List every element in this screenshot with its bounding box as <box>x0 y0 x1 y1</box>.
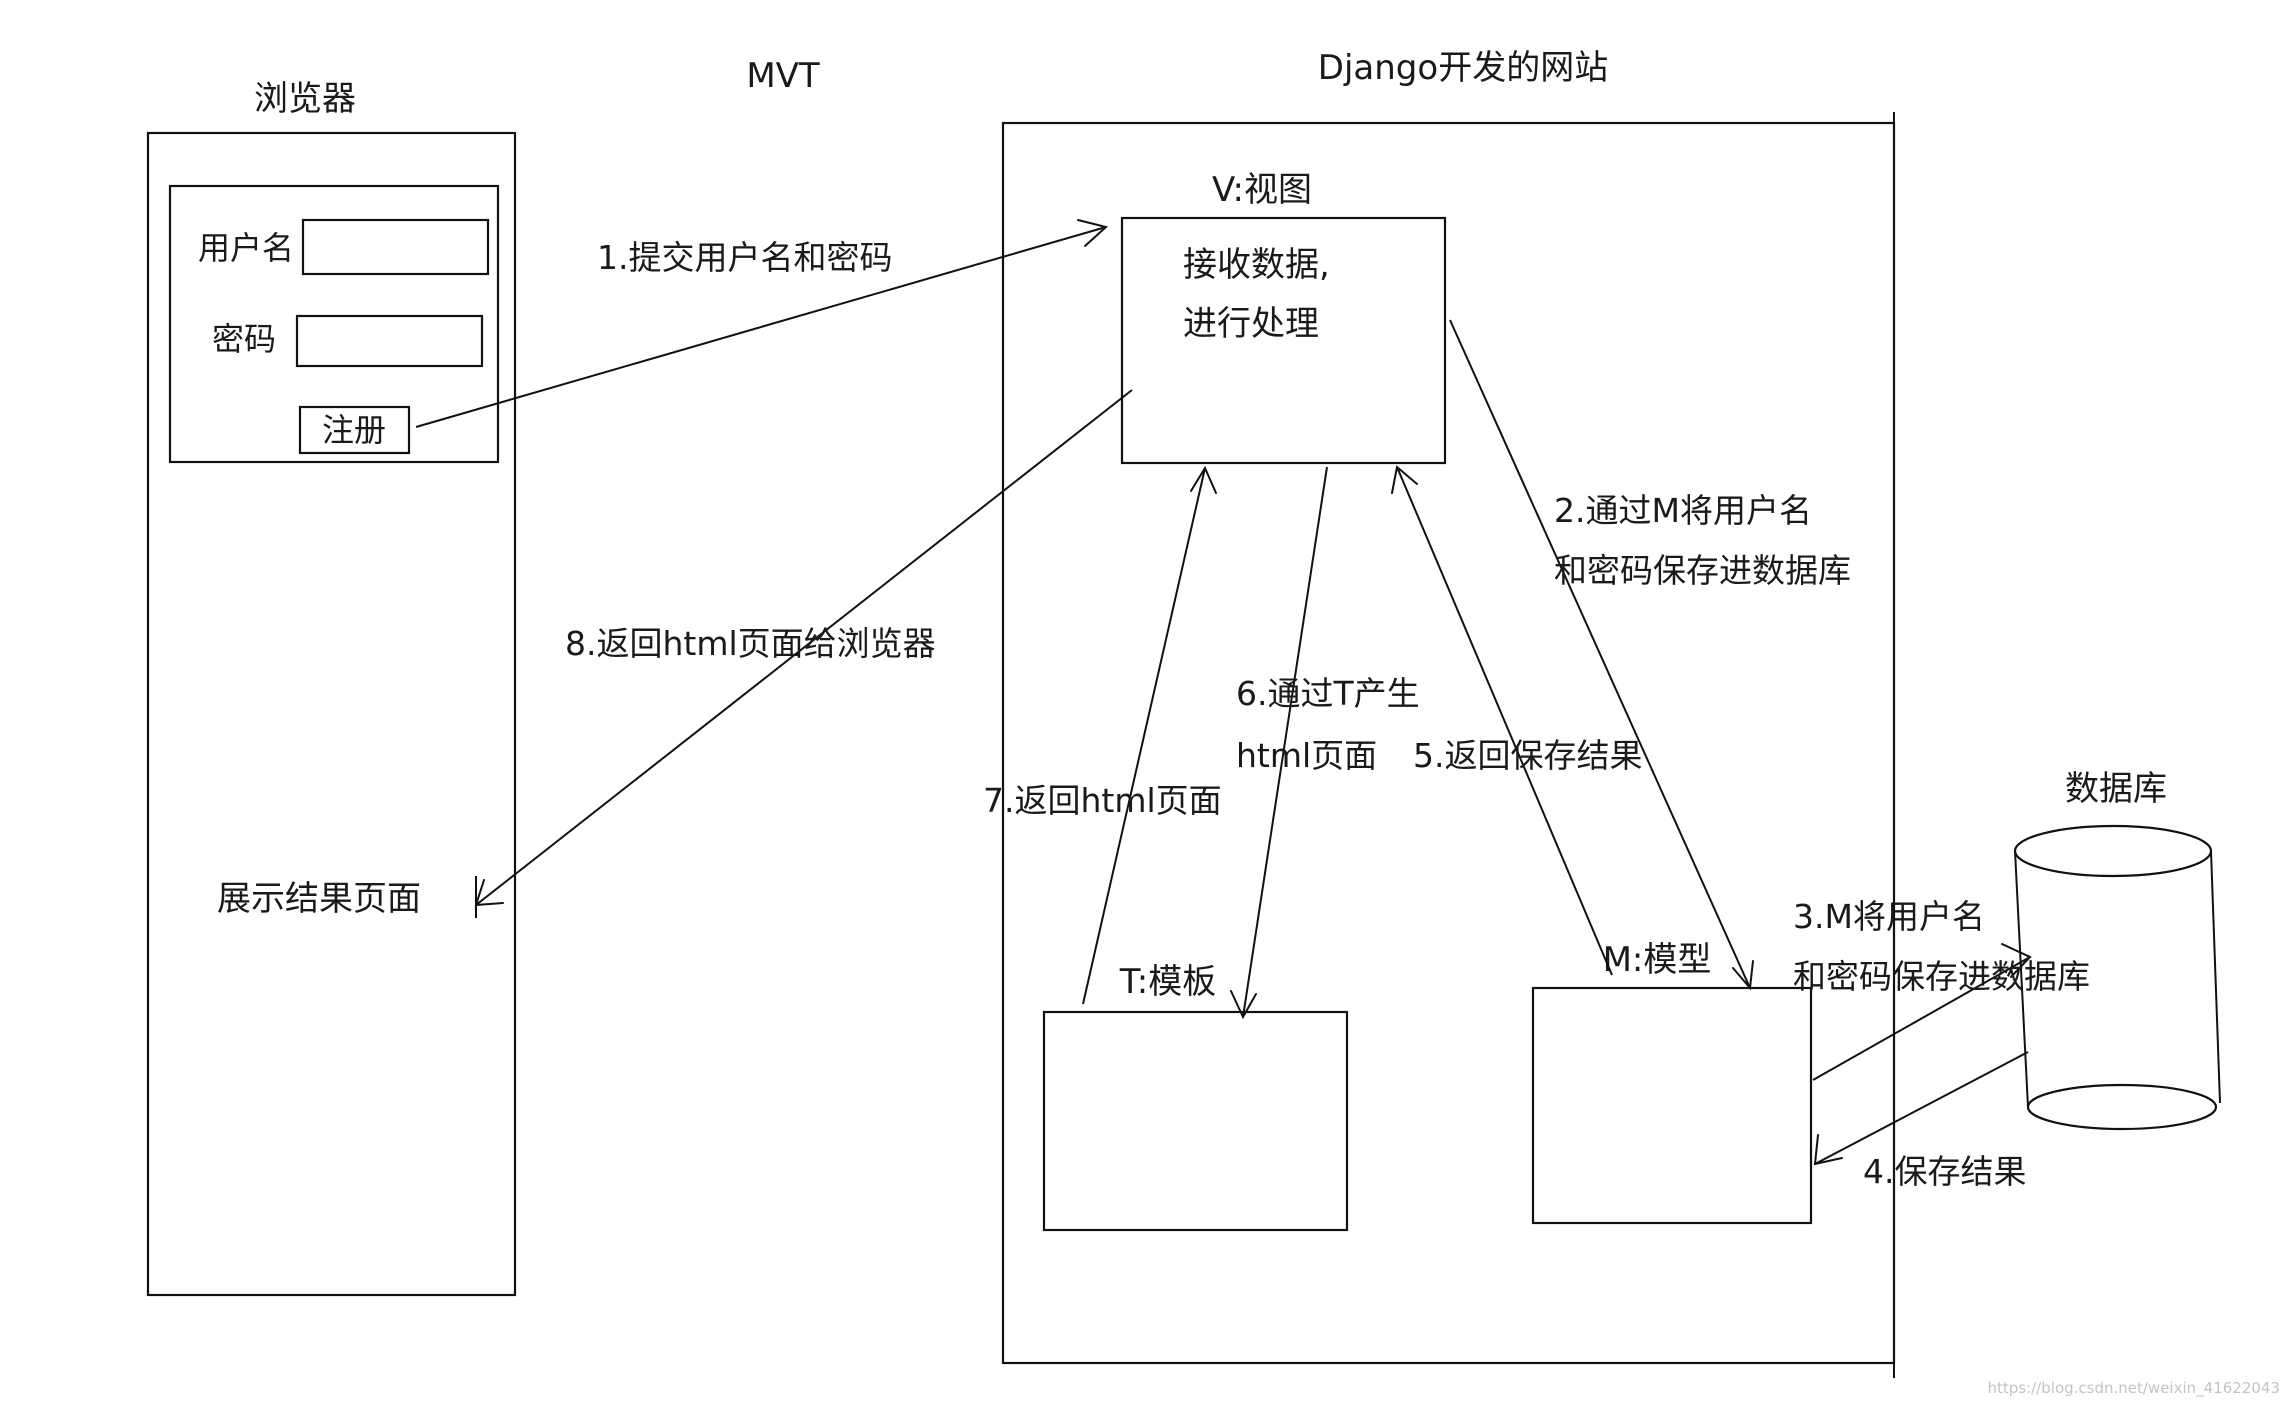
step-6-label-line1: 6.通过T产生 <box>1236 674 1420 713</box>
browser-heading: 浏览器 <box>254 79 356 119</box>
step-2-label-line2: 和密码保存进数据库 <box>1554 551 1851 590</box>
template-box <box>1042 1010 1349 1232</box>
view-label: V:视图 <box>1212 170 1312 210</box>
arrow-1-submit <box>415 219 1109 428</box>
username-input[interactable] <box>301 218 490 276</box>
arrow-5-model-to-view <box>1391 465 1613 976</box>
database-bottom <box>2026 1083 2218 1131</box>
username-label: 用户名 <box>198 229 294 267</box>
database-label: 数据库 <box>2065 769 2167 809</box>
database-right-side <box>2210 850 2221 1104</box>
diagram-title: MVT <box>746 56 820 96</box>
step-5-label: 5.返回保存结果 <box>1413 736 1643 775</box>
step-7-label: 7.返回html页面 <box>983 781 1222 820</box>
template-label: T:模板 <box>1119 962 1217 1002</box>
arrow-2-view-to-model <box>1449 319 1754 991</box>
database-left-side <box>2014 850 2029 1108</box>
arrow-4-database-to-model <box>1813 1051 2029 1166</box>
model-label: M:模型 <box>1603 940 1712 980</box>
site-heading: Django开发的网站 <box>1318 48 1608 88</box>
step-6-label-line2: html页面 <box>1236 736 1377 775</box>
step-1-label: 1.提交用户名和密码 <box>597 238 893 277</box>
register-button-label: 注册 <box>322 411 386 449</box>
register-button[interactable]: 注册 <box>298 405 411 455</box>
step-2-label-line1: 2.通过M将用户名 <box>1554 491 1812 530</box>
password-label: 密码 <box>212 320 276 358</box>
database-top <box>2013 824 2213 878</box>
step-3-label-line1: 3.M将用户名 <box>1793 897 1985 936</box>
database-cylinder <box>2013 824 2221 1131</box>
view-text-line1: 接收数据, <box>1183 245 1330 285</box>
view-box <box>1120 216 1447 465</box>
result-page-label: 展示结果页面 <box>217 879 421 919</box>
model-box <box>1531 986 1813 1225</box>
arrow-8-return-to-browser <box>474 389 1133 918</box>
register-button-frame[interactable] <box>298 405 411 455</box>
password-input[interactable] <box>295 314 484 368</box>
step-3-label-line2: 和密码保存进数据库 <box>1793 957 2090 996</box>
step-8-label: 8.返回html页面给浏览器 <box>565 624 936 663</box>
arrow-7-template-to-view <box>1082 465 1217 1005</box>
arrow-6-view-to-template <box>1230 466 1328 1020</box>
watermark: https://blog.csdn.net/weixin_41622043 <box>1987 1379 2280 1398</box>
view-text-line2: 进行处理 <box>1183 304 1319 344</box>
arrow-3-model-to-database <box>1812 943 2032 1081</box>
step-4-label: 4.保存结果 <box>1863 1152 2027 1191</box>
